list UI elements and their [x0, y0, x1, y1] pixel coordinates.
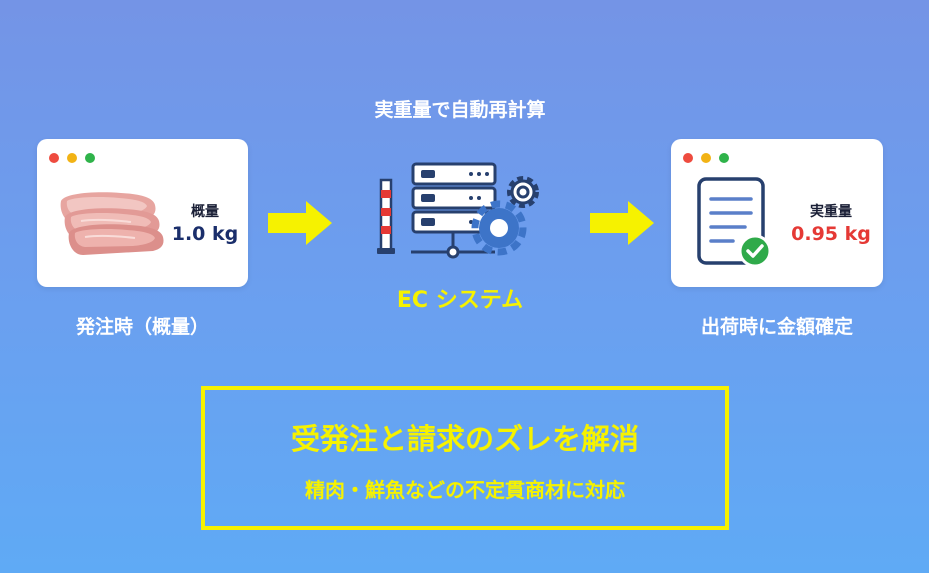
meat-icon [60, 192, 164, 255]
window-dot-yellow [701, 153, 711, 163]
window-dot-red [49, 153, 59, 163]
actual-weight-value: 0.95 kg [791, 223, 871, 245]
right-arrow-icon [590, 201, 654, 245]
window-controls [49, 153, 95, 163]
banner-main-text: 受発注と請求のズレを解消 [290, 422, 639, 456]
shipment-caption: 出荷時に金額確定 [700, 316, 853, 338]
window-dot-green [85, 153, 95, 163]
server-gear-icon [377, 162, 539, 259]
ec-system-label: EC システム [396, 288, 524, 313]
shipment-card: 実重量 0.95 kg [671, 139, 883, 287]
window-dot-yellow [67, 153, 77, 163]
approx-weight-title: 概量 [191, 204, 219, 220]
document-check-icon [697, 177, 772, 268]
top-caption: 実重量で自動再計算 [374, 99, 546, 121]
order-card: 概量 1.0 kg [37, 139, 248, 287]
window-controls [683, 153, 729, 163]
benefit-banner: 受発注と請求のズレを解消 精肉・鮮魚などの不定貫商材に対応 [201, 386, 729, 530]
right-arrow-icon [268, 201, 332, 245]
order-caption: 発注時（概量） [75, 316, 209, 338]
approx-weight-value: 1.0 kg [171, 223, 239, 245]
window-dot-green [719, 153, 729, 163]
actual-weight-title: 実重量 [810, 204, 852, 220]
window-dot-red [683, 153, 693, 163]
banner-sub-text: 精肉・鮮魚などの不定貫商材に対応 [305, 478, 625, 502]
